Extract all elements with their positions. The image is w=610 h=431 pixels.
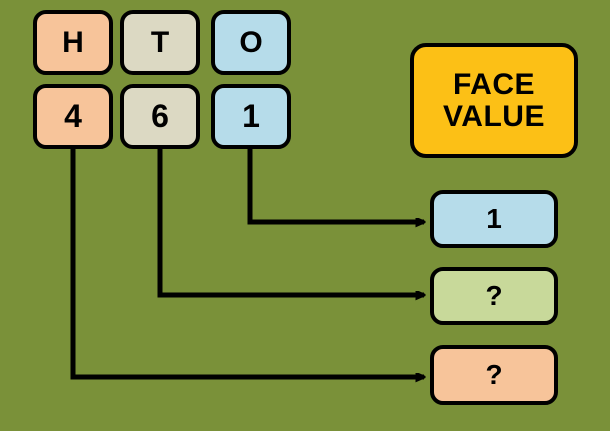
result-box-hundreds-label: ? — [485, 359, 503, 391]
digit-cell-hundreds-label: 4 — [64, 97, 82, 134]
digit-cell-ones-label: 1 — [242, 97, 260, 134]
result-box-ones-label: 1 — [486, 203, 502, 235]
face-value-line-2: VALUE — [443, 99, 545, 133]
place-value-header-hundreds: H — [33, 10, 113, 75]
connector-ones — [247, 149, 424, 222]
face-value-panel: FACE VALUE — [410, 43, 578, 158]
result-box-tens: ? — [430, 267, 558, 325]
digit-cell-hundreds: 4 — [33, 84, 113, 149]
result-box-tens-label: ? — [485, 280, 503, 312]
result-box-ones: 1 — [430, 190, 558, 248]
connector-tens — [157, 149, 424, 295]
place-value-header-tens: T — [120, 10, 200, 75]
place-value-header-ones: O — [211, 10, 291, 75]
place-value-header-ones-label: O — [239, 25, 263, 59]
result-box-hundreds: ? — [430, 345, 558, 405]
digit-cell-ones: 1 — [211, 84, 291, 149]
digit-cell-tens-label: 6 — [151, 97, 169, 134]
digit-cell-tens: 6 — [120, 84, 200, 149]
connector-hundreds — [70, 149, 424, 377]
place-value-header-tens-label: T — [150, 25, 170, 59]
place-value-header-hundreds-label: H — [62, 25, 84, 59]
face-value-line-1: FACE — [452, 68, 535, 101]
